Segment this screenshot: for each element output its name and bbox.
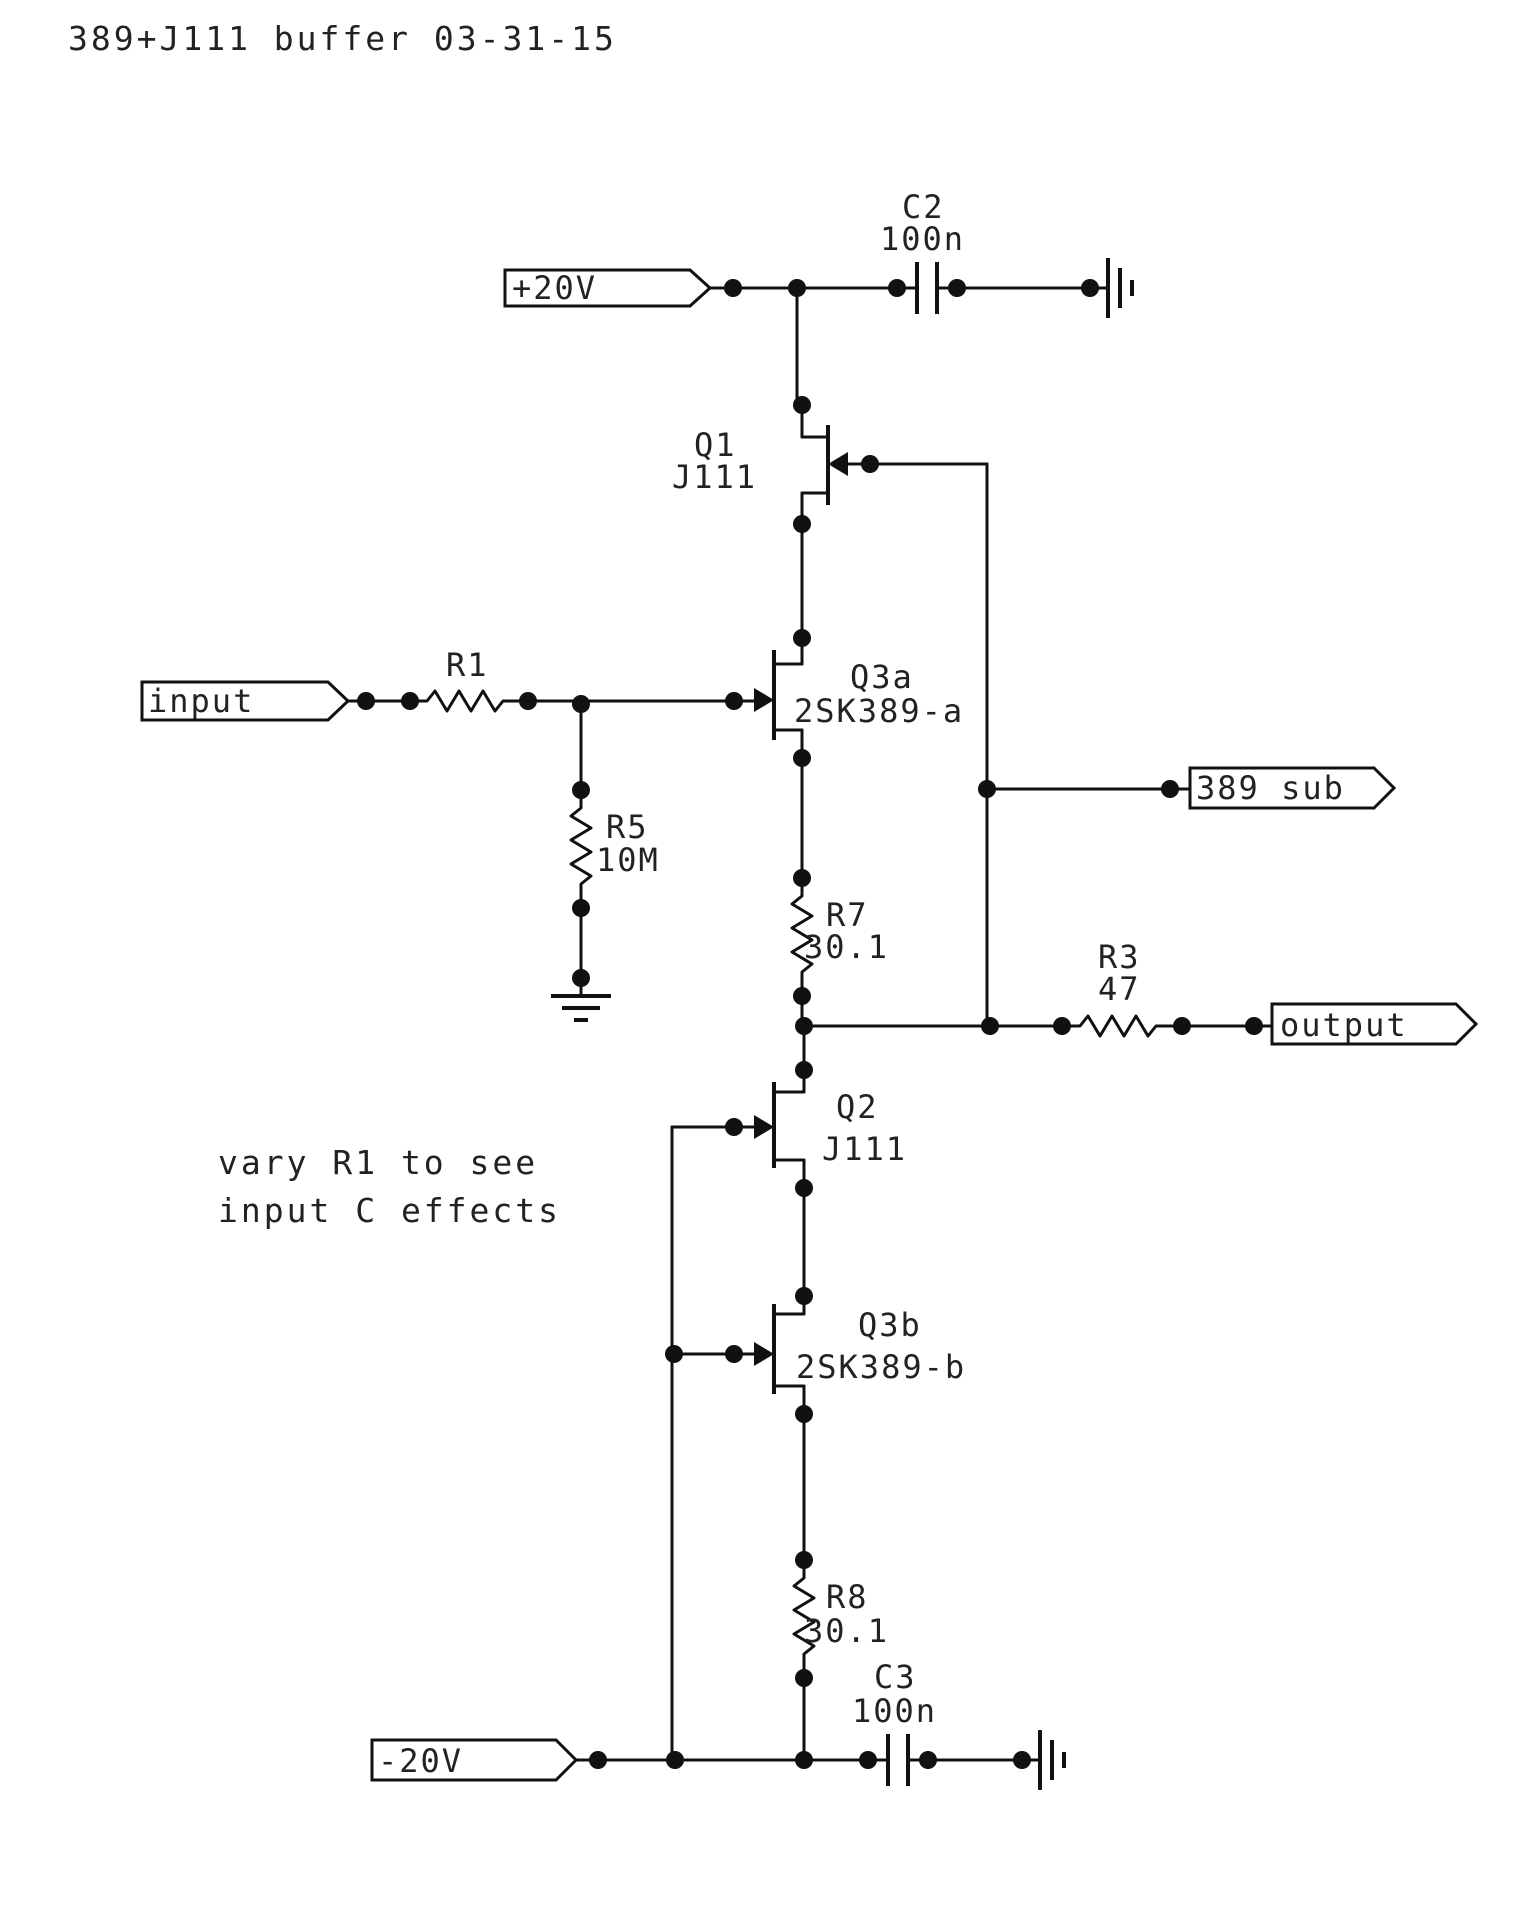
q1-value: J111	[672, 458, 757, 496]
r7-ref: R7	[826, 896, 869, 934]
port-vpos: +20V	[503, 268, 713, 308]
port-output: output	[1270, 1002, 1479, 1046]
port-output-label: output	[1280, 1006, 1408, 1044]
port-vneg: -20V	[370, 1738, 579, 1782]
resistor-r3	[1060, 1014, 1184, 1038]
transistor-q3a	[754, 636, 804, 760]
q2-ref: Q2	[836, 1088, 879, 1126]
junction	[981, 1017, 999, 1035]
r5-ref: R5	[606, 808, 649, 846]
r3-value: 47	[1098, 970, 1141, 1008]
r1-ref: R1	[446, 646, 489, 684]
note-line-1: vary R1 to see	[218, 1143, 538, 1182]
transistor-q2	[754, 1068, 806, 1190]
r7-value: 30.1	[804, 928, 889, 966]
capacitor-c3	[866, 1734, 930, 1786]
resistor-r8	[792, 1558, 816, 1680]
port-sub: 389 sub	[1188, 766, 1397, 810]
resistor-r1	[408, 689, 530, 713]
ground-symbol	[1020, 1730, 1066, 1790]
schematic-title: 389+J111 buffer 03-31-15	[68, 19, 617, 58]
resistor-r5	[569, 788, 593, 910]
q3a-ref: Q3a	[850, 658, 914, 696]
resistor-r7	[790, 876, 814, 998]
r8-ref: R8	[826, 1578, 869, 1616]
ground-symbol	[551, 976, 611, 1022]
r8-value: 30.1	[804, 1612, 889, 1650]
q1-ref: Q1	[694, 426, 737, 464]
note-line-2: input C effects	[218, 1191, 561, 1230]
r5-value: 10M	[596, 841, 660, 879]
q3b-ref: Q3b	[858, 1306, 922, 1344]
c3-value: 100n	[852, 1692, 937, 1730]
q2-value: J111	[822, 1130, 907, 1168]
port-input-label: input	[148, 682, 254, 720]
c3-ref: C3	[874, 1658, 917, 1696]
q3a-value: 2SK389-a	[794, 692, 964, 730]
c2-value: 100n	[880, 220, 965, 258]
junction	[666, 1751, 684, 1769]
port-input: input	[140, 680, 351, 722]
port-vneg-label: -20V	[378, 1742, 463, 1780]
transistor-q1	[800, 403, 872, 526]
port-vpos-label: +20V	[512, 269, 597, 307]
c2-ref: C2	[902, 188, 945, 226]
q3b-value: 2SK389-b	[796, 1348, 966, 1386]
ground-symbol	[1088, 258, 1134, 318]
junction	[795, 1751, 813, 1769]
port-sub-label: 389 sub	[1196, 769, 1345, 807]
r3-ref: R3	[1098, 938, 1141, 976]
